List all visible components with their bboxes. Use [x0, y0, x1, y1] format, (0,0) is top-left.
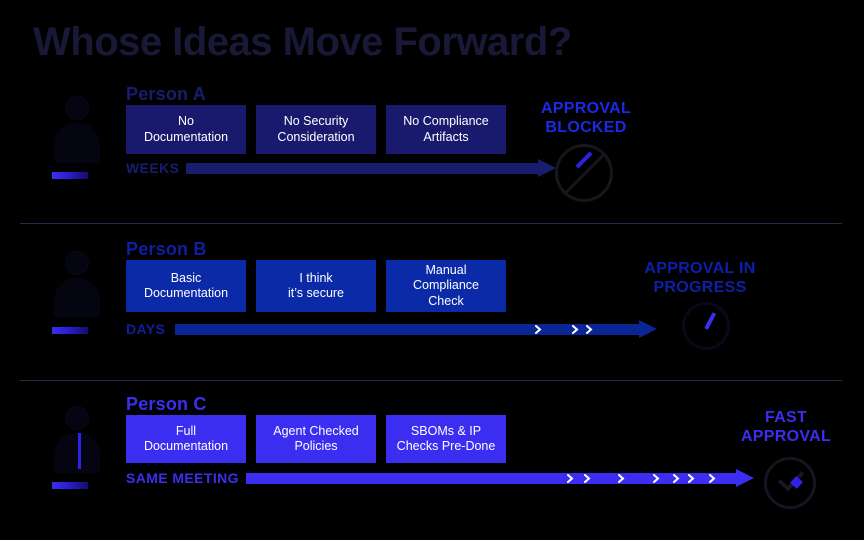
timeline-label-c: SAME MEETING [126, 470, 239, 486]
arrow-shaft [246, 473, 736, 484]
stage-text-line: Basic [170, 270, 202, 285]
silhouette-accent-line [78, 433, 81, 469]
outcome-text-line: FAST [764, 409, 808, 426]
stage-text-line: Checks Pre-Done [396, 439, 496, 453]
stage-text-line: Manual [425, 263, 467, 278]
silhouette-body [54, 123, 100, 163]
clock-ring [682, 302, 730, 350]
arrow-chevron-icon [584, 474, 591, 483]
arrow-chevron-icon [709, 474, 716, 483]
silhouette-head [66, 97, 88, 119]
arrow-head [639, 320, 657, 338]
outcome-text-line: APPROVAL IN [644, 260, 756, 277]
silhouette-accent-bar [52, 172, 88, 179]
progress-arrow-b [175, 320, 657, 338]
person-label-c: Person C [126, 394, 207, 414]
person-silhouette-icon [44, 403, 110, 489]
arrow-chevron-icon [652, 474, 660, 483]
silhouette-head [66, 252, 88, 274]
stage-text-line: Check [428, 293, 464, 308]
stage-text-line: Agent Checked [273, 423, 359, 438]
progress-arrow-c [246, 469, 754, 487]
stage-text-line: Artifacts [423, 129, 469, 144]
page-title: Whose Ideas Move Forward? [33, 20, 572, 64]
arrow-chevron-icon [585, 325, 593, 334]
timeline-label-b: DAYS [126, 321, 166, 337]
outcome-text-line: BLOCKED [545, 118, 627, 136]
row-divider [20, 380, 842, 381]
outcome-text-line: APPROVAL [740, 427, 832, 445]
arrow-head [736, 469, 754, 487]
person-label-a: Person A [126, 84, 206, 104]
stage-text-line: No [178, 114, 194, 129]
silhouette-accent-bar [52, 327, 88, 334]
progress-arrow-a [186, 159, 556, 177]
row-divider [20, 223, 842, 224]
stage-text-line: Documentation [143, 129, 229, 144]
person-silhouette-icon [44, 93, 110, 179]
arrow-head [538, 159, 556, 177]
clock-hand-highlight [704, 312, 717, 330]
arrow-chevron-icon [688, 474, 695, 483]
stage-text-line: Documentation [143, 286, 229, 300]
check-circle-ring [764, 457, 816, 509]
stage-text-line: SBOMs & IP [410, 423, 482, 438]
arrow-shaft [186, 163, 538, 174]
outcome-label-a: APPROVAL BLOCKED [520, 100, 652, 138]
arrow-chevron-icon [534, 325, 542, 334]
stage-text-line: Documentation [143, 439, 229, 453]
person-silhouette-icon [44, 248, 110, 334]
arrow-chevron-icon [566, 474, 574, 483]
arrow-chevron-icon [571, 325, 579, 334]
stage-text-line: Compliance [412, 278, 479, 293]
silhouette-body [54, 433, 100, 473]
stage-text-line: Consideration [277, 129, 355, 144]
stage-text-line: I think [299, 270, 333, 285]
stage-text-line: Policies [294, 439, 338, 453]
outcome-label-c: FAST APPROVAL [716, 409, 856, 447]
check-tick [777, 464, 805, 492]
stage-text-line: it’s secure [287, 286, 345, 300]
stage-text-line: No Compliance [403, 114, 489, 129]
stage-text-line: No Security [283, 114, 349, 129]
outcome-text-line: PROGRESS [653, 278, 747, 296]
timeline-label-a: WEEKS [126, 160, 180, 176]
arrow-chevron-icon [673, 474, 680, 483]
outcome-text-line: APPROVAL [540, 100, 632, 117]
silhouette-body [54, 278, 100, 318]
arrow-chevron-icon [618, 474, 625, 483]
silhouette-head [66, 407, 88, 429]
arrow-shaft [175, 324, 639, 335]
stage-text-line: Full [175, 423, 197, 438]
silhouette-accent-bar [52, 482, 88, 489]
outcome-label-b: APPROVAL IN PROGRESS [620, 260, 780, 298]
blocked-circle-ring [555, 144, 613, 202]
person-label-b: Person B [126, 239, 207, 259]
